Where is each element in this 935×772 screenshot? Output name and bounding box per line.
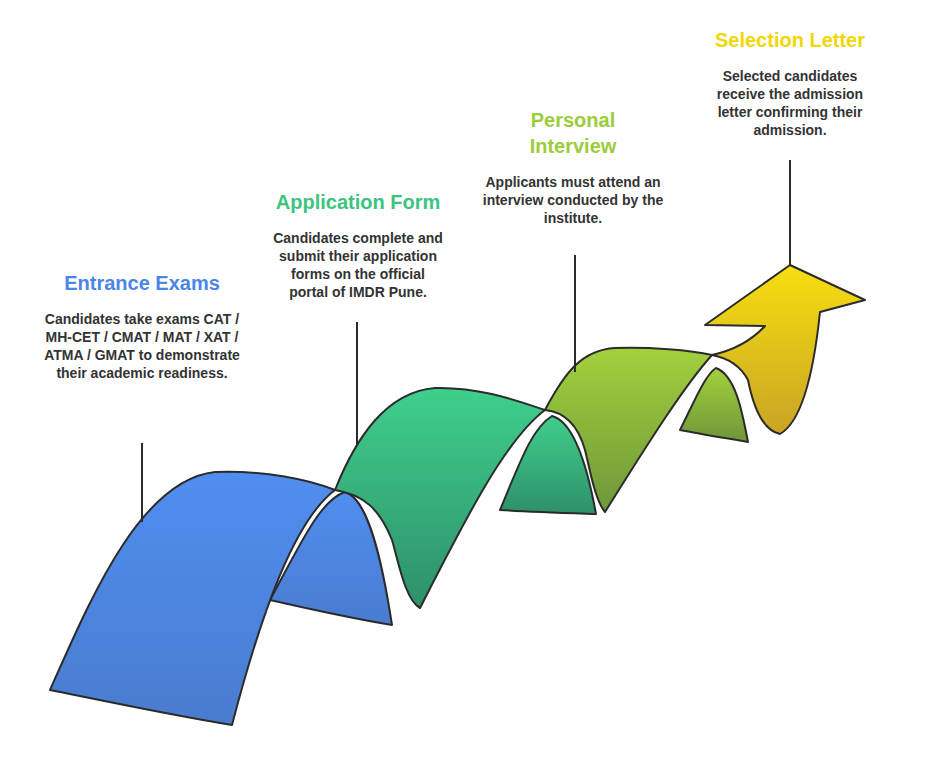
stage-callout: Application FormCandidates complete and …	[270, 189, 446, 301]
stage-description: Selected candidates receive the admissio…	[705, 67, 875, 139]
ribbon-segment	[50, 472, 335, 725]
stage-heading: Entrance Exams	[44, 270, 240, 296]
stage-callout: Personal InterviewApplicants must attend…	[481, 107, 665, 227]
leader-line	[141, 443, 143, 522]
leader-line	[574, 255, 576, 372]
leader-line	[789, 160, 791, 266]
stage-description: Applicants must attend an interview cond…	[481, 173, 665, 227]
stage-heading: Application Form	[270, 189, 446, 215]
leader-line	[356, 322, 358, 446]
ribbon-segment	[335, 388, 545, 608]
stage-heading: Personal Interview	[508, 107, 638, 159]
stage-callout: Entrance ExamsCandidates take exams CAT …	[44, 270, 240, 382]
arrow-head	[705, 265, 865, 434]
stage-heading: Selection Letter	[705, 27, 875, 53]
stage-description: Candidates complete and submit their app…	[270, 229, 446, 301]
ribbon-segment	[545, 348, 712, 512]
stage-callout: Selection LetterSelected candidates rece…	[705, 27, 875, 139]
stage-description: Candidates take exams CAT / MH-CET / CMA…	[44, 310, 240, 382]
